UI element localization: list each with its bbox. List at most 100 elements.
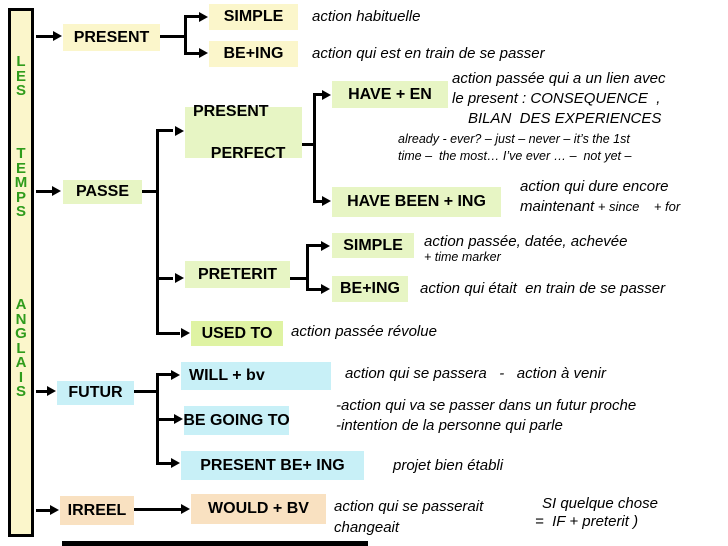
desc-have-en-2: le present : CONSEQUENCE , [452, 90, 661, 107]
desc-would-cond-1: SI quelque chose [542, 495, 658, 512]
node-be-going-to-label: BE GOING TO [183, 411, 290, 429]
arrowhead-icon [199, 12, 208, 22]
node-would-bv-label: WOULD + BV [208, 500, 309, 517]
node-futur-label: FUTUR [68, 384, 123, 401]
arrowhead-icon [321, 241, 330, 251]
node-irreel: IRREEL [60, 496, 134, 525]
arrowhead-icon [322, 196, 331, 206]
arrowhead-icon [175, 126, 184, 136]
node-present-label: PRESENT [73, 28, 150, 46]
desc-be-going-to-1: -action qui va se passer dans un futur p… [336, 397, 637, 414]
desc-would-1: action qui se passerait [334, 498, 484, 515]
node-futur: FUTUR [57, 381, 134, 405]
connector-line [157, 418, 174, 421]
node-preterit-being-label: BE+ING [339, 280, 400, 297]
desc-would-cond-2: = IF + preterit ) [535, 513, 639, 530]
desc-present-simple: action habituelle [312, 8, 421, 25]
node-present-perfect: PRESENT PERFECT [185, 103, 302, 162]
connector-line [36, 35, 55, 38]
arrowhead-icon [52, 186, 61, 196]
sidebar-word-les: L E S [15, 53, 26, 99]
present-perfect-line2: PERFECT [210, 145, 286, 162]
desc-present-be-ing: projet bien établi [393, 457, 504, 474]
node-present-simple: SIMPLE [209, 4, 298, 30]
node-present-being: BE+ING [209, 41, 298, 67]
desc-preterit-being: action qui était en train de se passer [420, 280, 666, 297]
arrowhead-icon [174, 414, 183, 424]
connector-line [157, 332, 180, 335]
connector-line [36, 190, 54, 193]
node-have-en-label: HAVE + EN [348, 85, 432, 103]
desc-will: action qui se passera - action à venir [345, 365, 606, 382]
connector-line [313, 93, 316, 203]
node-will-bv-label: WILL + bv [189, 367, 265, 384]
desc-would-2: changeait [334, 519, 400, 536]
node-present-being-label: BE+ING [223, 45, 284, 62]
connector-line [134, 390, 158, 393]
sidebar-word-temps: T E M P S [14, 145, 28, 220]
desc-present-being: action qui est en train de se passer [312, 45, 545, 62]
connector-line [314, 200, 324, 203]
connector-line [185, 15, 200, 18]
node-present-be-ing: PRESENT BE+ ING [181, 451, 364, 480]
connector-line [157, 277, 173, 280]
markers-have-en-2: time – the most… I’ve ever … – not yet – [398, 149, 632, 163]
connector-line [314, 93, 324, 96]
arrowhead-icon [175, 273, 184, 283]
arrowhead-icon [181, 504, 190, 514]
node-would-bv: WOULD + BV [191, 494, 326, 524]
connector-line [290, 277, 307, 280]
node-have-been-ing-label: HAVE BEEN + ING [347, 193, 486, 210]
arrowhead-icon [171, 458, 180, 468]
arrowhead-icon [53, 31, 62, 41]
arrowhead-icon [199, 48, 208, 58]
node-preterit-simple: SIMPLE [332, 233, 414, 258]
markers-have-been-ing: + since + for [594, 199, 681, 214]
bottom-edge-strip [62, 541, 368, 546]
present-perfect-line1: PRESENT [193, 103, 269, 120]
desc-have-been-ing-word: maintenant [520, 198, 595, 215]
node-passe-label: PASSE [75, 183, 130, 200]
node-preterit-label: PRETERIT [197, 265, 278, 283]
sidebar-les-temps-anglais: L E S T E M P S A N G L A I S [8, 8, 34, 537]
node-irreel-label: IRREEL [67, 501, 127, 519]
connector-line [306, 244, 309, 291]
connector-line [156, 129, 159, 335]
node-present-perfect-label: PRESENT PERFECT [193, 101, 285, 164]
marker-preterit-simple: + time marker [424, 250, 501, 264]
desc-have-en-1: action passée qui a un lien avec [452, 70, 666, 87]
node-preterit-simple-label: SIMPLE [343, 236, 403, 254]
connector-line [307, 244, 322, 247]
desc-preterit-simple: action passée, datée, achevée [424, 233, 628, 250]
connector-line [36, 390, 50, 393]
markers-have-en-1: already - ever? – just – never – it’s th… [398, 132, 630, 146]
connector-line [302, 143, 314, 146]
connector-line [157, 129, 173, 132]
connector-line [160, 35, 185, 38]
desc-have-been-ing-1: action qui dure encore [520, 178, 669, 195]
arrowhead-icon [50, 505, 59, 515]
node-have-been-ing: HAVE BEEN + ING [332, 187, 501, 217]
node-used-to-label: USED TO [201, 324, 273, 342]
node-present-simple-label: SIMPLE [223, 8, 284, 25]
arrowhead-icon [321, 284, 330, 294]
connector-line [185, 52, 200, 55]
node-be-going-to: BE GOING TO [183, 406, 290, 435]
arrowhead-icon [171, 370, 180, 380]
desc-be-going-to-2: -intention de la personne qui parle [336, 417, 563, 434]
node-have-en: HAVE + EN [332, 81, 448, 108]
node-used-to: USED TO [191, 321, 283, 346]
connector-line [157, 462, 171, 465]
connector-line [184, 15, 187, 55]
node-present: PRESENT [63, 24, 160, 51]
connector-line [36, 509, 52, 512]
connector-line [157, 373, 171, 376]
desc-have-en-3: BILAN DES EXPERIENCES [468, 110, 662, 127]
arrowhead-icon [47, 386, 56, 396]
node-will-bv: WILL + bv [181, 362, 331, 390]
node-passe: PASSE [63, 180, 142, 204]
node-present-be-ing-label: PRESENT BE+ ING [200, 456, 345, 474]
node-preterit-being: BE+ING [332, 276, 408, 302]
desc-used-to: action passée révolue [291, 323, 437, 340]
